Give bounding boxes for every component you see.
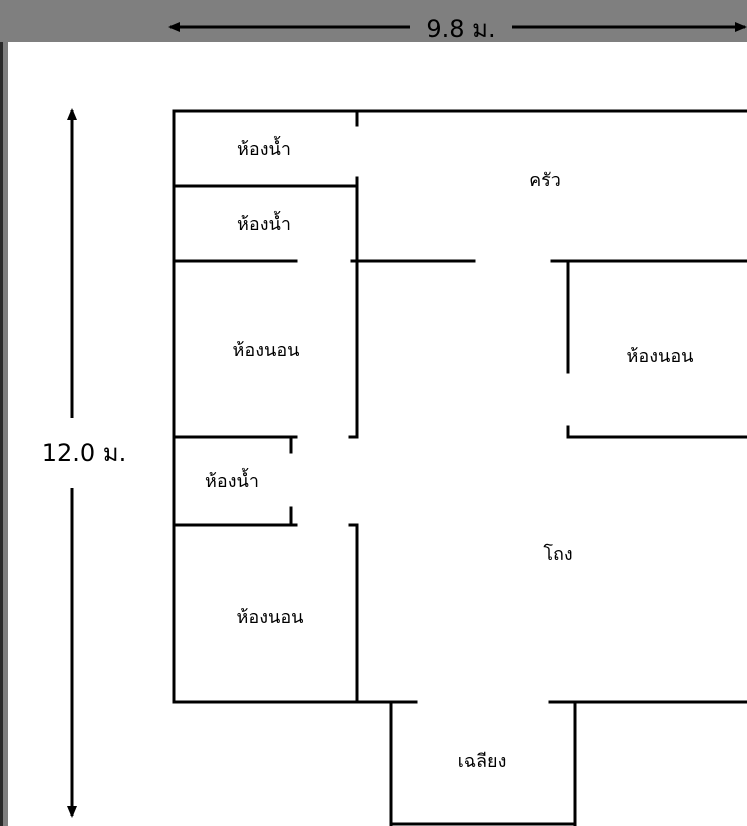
walls [172,109,747,826]
label-hall: โถง [543,543,572,565]
label-bathroom-2: ห้องน้ำ [237,211,291,235]
label-porch: เฉลียง [458,751,507,772]
label-bathroom-1: ห้องน้ำ [237,136,291,160]
left-dark-edge [0,42,3,826]
label-bedroom-3: ห้องนอน [627,346,694,367]
label-bedroom-2: ห้องนอน [237,607,304,628]
label-bathroom-3: ห้องน้ำ [205,468,259,492]
label-kitchen: ครัว [529,170,561,191]
top-gray-band [0,0,747,42]
height-label: 12.0 ม. [42,439,127,467]
height-dimension: 12.0 ม. [42,108,127,818]
label-bedroom-1: ห้องนอน [233,340,300,361]
width-label: 9.8 ม. [426,15,495,43]
left-gray-strip [0,42,8,826]
room-labels: ห้องน้ำ ห้องน้ำ ห้องนอน ห้องน้ำ ห้องนอน … [205,136,693,772]
width-dimension: 9.8 ม. [168,15,747,43]
